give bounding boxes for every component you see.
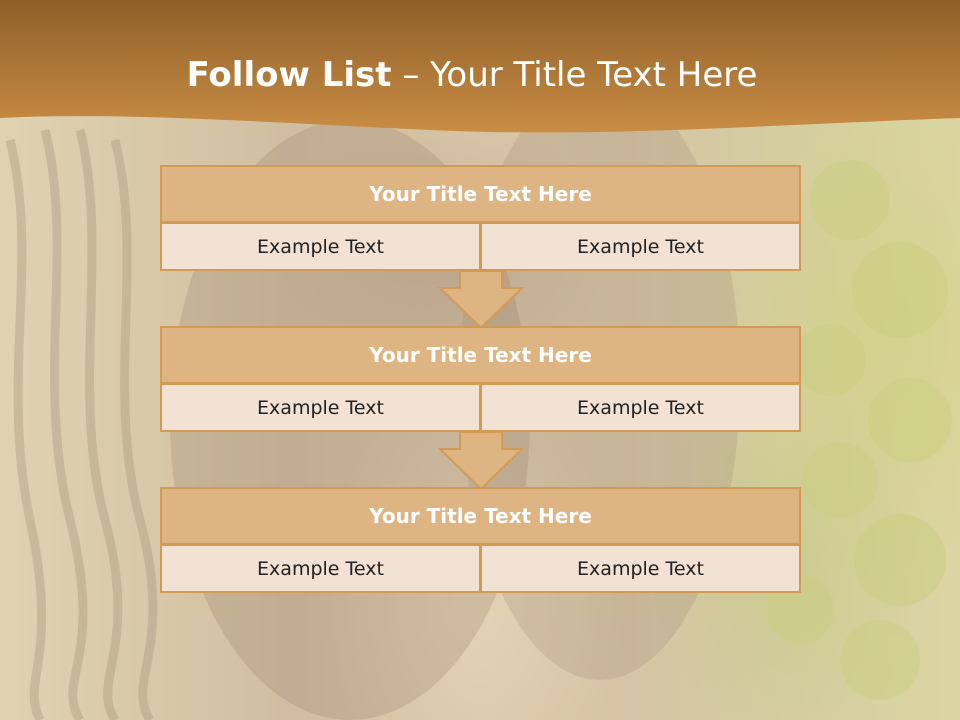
block-title: Your Title Text Here — [160, 326, 801, 384]
block-left-cell: Example Text — [160, 383, 481, 432]
slide-title: Follow List – Your Title Text Here — [0, 52, 944, 98]
down-arrow-icon — [438, 270, 524, 330]
block-right-cell: Example Text — [480, 544, 801, 593]
block-title: Your Title Text Here — [160, 487, 801, 545]
block-left-cell: Example Text — [160, 544, 481, 593]
block-right-cell: Example Text — [480, 222, 801, 271]
block-right-cell: Example Text — [480, 383, 801, 432]
block-left-cell: Example Text — [160, 222, 481, 271]
down-arrow-icon — [438, 431, 524, 491]
block-title: Your Title Text Here — [160, 165, 801, 223]
list-block-1: Your Title Text Here Example Text Exampl… — [160, 165, 801, 271]
list-block-2: Your Title Text Here Example Text Exampl… — [160, 326, 801, 432]
title-separator: – — [391, 55, 431, 95]
title-rest: Your Title Text Here — [430, 55, 758, 95]
title-main: Follow List — [186, 55, 392, 95]
header-band — [0, 0, 960, 133]
list-block-3: Your Title Text Here Example Text Exampl… — [160, 487, 801, 593]
